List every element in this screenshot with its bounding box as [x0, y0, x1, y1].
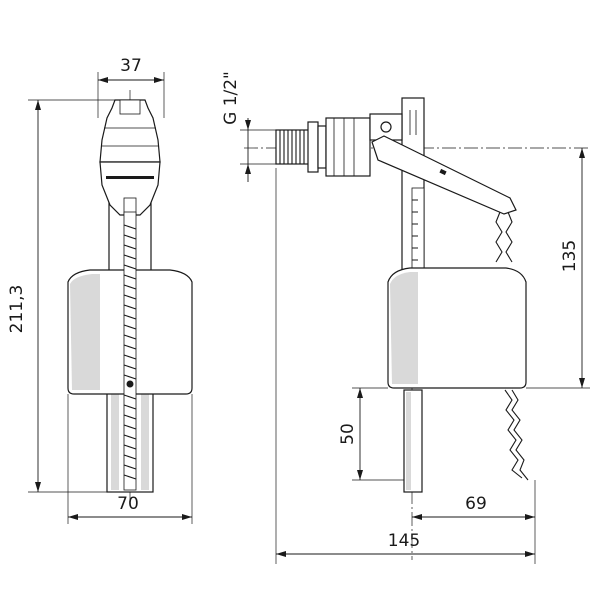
dimension-135: 135 [526, 148, 590, 389]
front-valve-ribs [102, 127, 158, 147]
side-nut [307, 121, 319, 173]
dimension-37: 37 [97, 56, 165, 118]
side-float [387, 267, 527, 389]
dimension-thread-label: G 1/2" [221, 71, 241, 125]
dimension-135-label: 135 [560, 240, 580, 272]
dimension-69-label: 69 [465, 494, 487, 514]
side-scale [411, 187, 425, 271]
front-valve-band [106, 176, 154, 179]
side-washer [317, 125, 327, 169]
dimension-70: 70 [67, 394, 193, 524]
front-lower-stem-shade [111, 394, 119, 490]
side-valve-body [325, 117, 371, 177]
dimension-thread: G 1/2" [221, 71, 276, 182]
side-chain-lower [504, 389, 523, 479]
side-lower-stem-shade [406, 392, 411, 490]
front-float-shade [70, 274, 100, 390]
side-chain-upper [495, 211, 503, 263]
side-thread-lines [279, 130, 305, 164]
side-thread [275, 129, 311, 165]
dimension-145: 145 [275, 168, 535, 564]
side-lever-clip [439, 168, 447, 176]
dimension-50: 50 [338, 387, 404, 481]
side-valve-pin [380, 121, 392, 133]
front-view: 37 211,3 70 [7, 56, 193, 524]
dimension-37-label: 37 [120, 56, 142, 76]
dimension-70-label: 70 [117, 494, 139, 514]
side-stem-slot [409, 110, 417, 135]
front-lower-stem-shade-right [141, 394, 149, 490]
dimension-145-label: 145 [388, 531, 420, 551]
dimension-211-3-label: 211,3 [7, 285, 27, 334]
front-valve-cap [119, 99, 141, 115]
dimension-50-label: 50 [338, 423, 358, 445]
front-adjust-rod [123, 211, 137, 491]
dimension-211-3: 211,3 [7, 99, 118, 493]
dimension-69: 69 [412, 480, 536, 564]
side-chain-lower-2 [511, 389, 529, 481]
side-valve-ribs [333, 118, 355, 176]
front-valve-body [99, 161, 161, 216]
side-float-shade [390, 272, 418, 384]
side-lever-arm [371, 135, 517, 215]
side-view: G 1/2" 135 50 69 [221, 71, 590, 564]
side-chain-upper-2 [505, 211, 513, 263]
